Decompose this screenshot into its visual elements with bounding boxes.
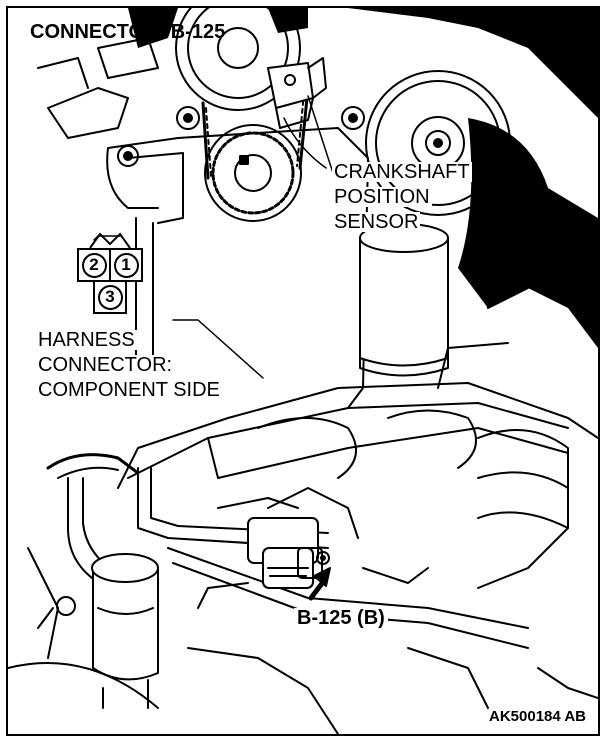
pin-number: 2 <box>81 252 107 278</box>
sensor-label-line2: POSITION <box>332 186 432 208</box>
callout-label: B-125 (B) <box>294 608 388 628</box>
sensor-label-line3: SENSOR <box>332 211 421 233</box>
pin-number: 3 <box>97 284 123 310</box>
pin-number: 1 <box>113 252 139 278</box>
diagram-frame: CONNECTOR: B-125 CRANKSHAFT POSITION SEN… <box>6 6 600 736</box>
harness-label-line3: COMPONENT SIDE <box>36 379 222 401</box>
figure-code: AK500184 AB <box>489 708 586 725</box>
harness-label-line1: HARNESS <box>36 329 137 351</box>
page-title: CONNECTOR: B-125 <box>30 21 226 43</box>
connector-latch-icon <box>89 232 131 249</box>
sensor-label-line1: CRANKSHAFT <box>332 161 472 183</box>
harness-leader <box>172 319 264 379</box>
connector-pin-3: 3 <box>93 280 127 314</box>
connector-pin-2: 2 <box>77 248 111 282</box>
engine-illustration <box>8 8 598 734</box>
timing-belt-view <box>37 8 598 409</box>
engine-bay-view <box>8 342 598 734</box>
connector-pin-1: 1 <box>109 248 143 282</box>
harness-label-line2: CONNECTOR: <box>36 354 175 376</box>
